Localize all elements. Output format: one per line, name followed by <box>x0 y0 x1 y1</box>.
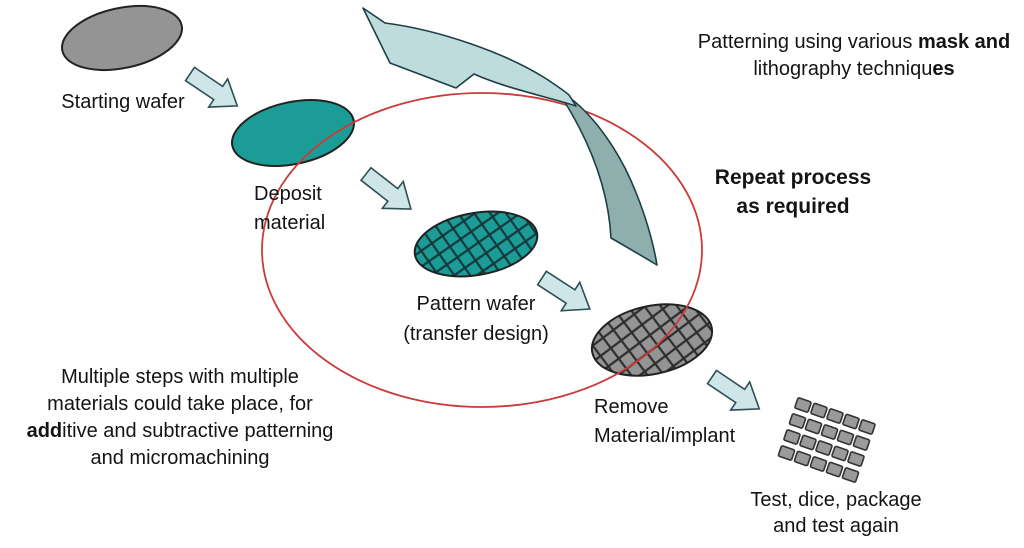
chip <box>793 450 812 467</box>
repeat-line1: Repeat process <box>714 166 872 189</box>
starting-wafer-label: Starting wafer <box>43 88 203 116</box>
chip <box>842 413 860 430</box>
chip <box>777 445 796 461</box>
remove-material-label: Remove Material/implant <box>594 393 735 451</box>
pattern-wafer-ellipse <box>413 210 539 278</box>
remove-line2: Material/implant <box>594 425 736 447</box>
chip <box>825 461 844 478</box>
remove-material-ellipse <box>590 303 714 377</box>
deposit-material-ellipse <box>231 99 355 167</box>
starting-wafer-ellipse <box>61 5 183 71</box>
chip <box>815 440 833 456</box>
multiple-line4: and micromachining <box>90 447 270 469</box>
repeat-process-annotation: Repeat process as required <box>688 163 898 221</box>
chip <box>841 467 860 483</box>
chip <box>794 397 812 413</box>
chip <box>788 413 807 429</box>
test-line2: and test again <box>773 515 899 537</box>
repeat-arrow-head-icon <box>362 7 577 107</box>
test-line1: Test, dice, package <box>750 489 922 511</box>
chip <box>826 408 844 424</box>
deposit-line2: material <box>254 212 326 234</box>
pattern-line1: Pattern wafer <box>416 293 536 315</box>
multiple-steps-annotation: Multiple steps with multiple materials c… <box>5 364 355 472</box>
chip <box>804 418 823 435</box>
chip <box>799 434 817 451</box>
repeat-arrow-tail-icon <box>562 92 658 266</box>
patterning-line1: Patterning using various mask and <box>697 31 1011 53</box>
pattern-line2: (transfer design) <box>403 323 549 345</box>
chip <box>858 419 876 435</box>
chip <box>820 424 839 440</box>
chip <box>783 429 801 445</box>
chip <box>836 429 855 446</box>
test-dice-package-label: Test, dice, package and test again <box>736 487 936 539</box>
multiple-line3: additive and subtractive patterning <box>26 420 334 442</box>
repeat-line2: as required <box>736 195 850 218</box>
chip <box>847 451 865 467</box>
patterning-line2: lithography techniques <box>753 58 955 80</box>
chip <box>852 435 871 451</box>
process-loop-ellipse <box>261 92 703 408</box>
pattern-wafer-label: Pattern wafer (transfer design) <box>376 289 576 349</box>
patterning-annotation: Patterning using various mask and lithog… <box>684 29 1024 83</box>
multiple-line1: Multiple steps with multiple <box>61 366 299 388</box>
chip <box>810 402 828 419</box>
diced-chips-grid <box>777 397 876 483</box>
flow-arrow-icon <box>354 159 423 224</box>
multiple-line2: materials could take place, for <box>47 393 313 415</box>
deposit-line1: Deposit <box>254 183 322 205</box>
chip <box>809 456 828 472</box>
deposit-material-label: Deposit material <box>254 180 325 238</box>
remove-line1: Remove <box>594 396 669 418</box>
chip <box>831 445 849 462</box>
starting-wafer-text: Starting wafer <box>61 91 185 113</box>
